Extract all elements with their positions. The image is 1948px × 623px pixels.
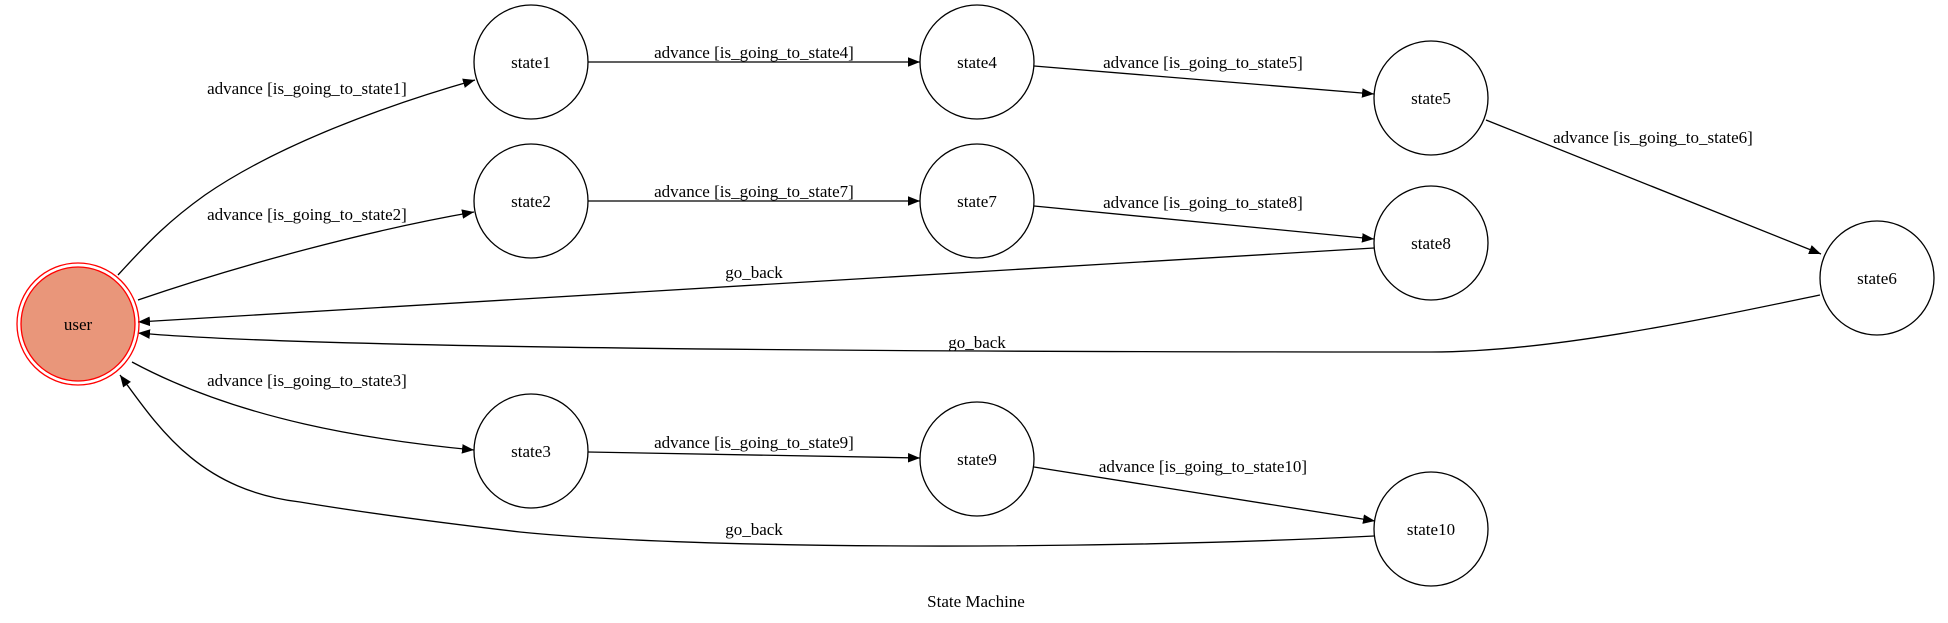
state-circle	[919, 401, 1035, 517]
edge-label: go_back	[948, 333, 1006, 352]
edge-arrow	[1033, 205, 1375, 243]
edge-label: advance [is_going_to_state2]	[207, 205, 407, 224]
edge-state4-to-state5: advance [is_going_to_state5]	[1033, 53, 1375, 98]
edge-state1-to-state4: advance [is_going_to_state4]	[588, 43, 920, 67]
edge-arrow	[117, 78, 476, 276]
edge-label: advance [is_going_to_state4]	[654, 43, 854, 62]
edge-arrow	[1033, 466, 1376, 524]
edge-state6-to-user: go_back	[137, 294, 1821, 353]
node-state1: state1	[473, 4, 589, 120]
state-circle	[919, 4, 1035, 120]
node-label: state5	[1411, 89, 1451, 108]
node-label: state9	[957, 450, 997, 469]
node-label: state10	[1407, 520, 1455, 539]
edge-state3-to-state9: advance [is_going_to_state9]	[587, 433, 921, 463]
state-circle	[1373, 471, 1489, 587]
node-label: state1	[511, 53, 551, 72]
edge-label: advance [is_going_to_state9]	[654, 433, 854, 452]
state-circle	[919, 143, 1035, 259]
edge-label: advance [is_going_to_state5]	[1103, 53, 1303, 72]
edge-state8-to-user: go_back	[137, 247, 1375, 327]
edge-label: go_back	[725, 520, 783, 539]
node-label: state3	[511, 442, 551, 461]
node-state10: state10	[1373, 471, 1489, 587]
edge-arrow	[137, 294, 1821, 353]
nodes: user state1 state2 state3 state4 state5 state6…	[16, 4, 1935, 587]
diagram-caption: State Machine	[927, 592, 1025, 611]
edge-state5-to-state6: advance [is_going_to_state6]	[1485, 119, 1822, 255]
node-user: user	[16, 262, 140, 386]
edge-arrow	[137, 209, 475, 301]
initial-state-circle	[20, 266, 136, 382]
edge-label: go_back	[725, 263, 783, 282]
edge-arrow	[119, 374, 1375, 547]
node-state3: state3	[473, 393, 589, 509]
node-state2: state2	[473, 143, 589, 259]
edge-arrow	[1033, 65, 1375, 98]
node-state8: state8	[1373, 185, 1489, 301]
edge-user-to-state1: advance [is_going_to_state1]	[117, 78, 476, 276]
node-label: state4	[957, 53, 997, 72]
state-circle	[473, 393, 589, 509]
state-circle	[1819, 220, 1935, 336]
state-circle	[1373, 40, 1489, 156]
state-circle	[1373, 185, 1489, 301]
node-state7: state7	[919, 143, 1035, 259]
edge-label: advance [is_going_to_state10]	[1099, 457, 1307, 476]
edge-label: advance [is_going_to_state1]	[207, 79, 407, 98]
edge-user-to-state3: advance [is_going_to_state3]	[131, 361, 475, 454]
state-circle	[473, 143, 589, 259]
edge-arrow	[137, 247, 1375, 327]
node-state9: state9	[919, 401, 1035, 517]
node-state5: state5	[1373, 40, 1489, 156]
edge-user-to-state2: advance [is_going_to_state2]	[137, 205, 475, 301]
edge-label: advance [is_going_to_state3]	[207, 371, 407, 390]
edge-state10-to-user: go_back	[119, 374, 1375, 547]
edge-arrow	[131, 361, 475, 454]
edge-arrow	[1485, 119, 1822, 255]
edges: advance [is_going_to_state1]advance [is_…	[117, 43, 1822, 547]
edge-state7-to-state8: advance [is_going_to_state8]	[1033, 193, 1375, 243]
initial-state-outer-ring	[16, 262, 140, 386]
edge-arrow	[587, 451, 921, 463]
node-label: user	[64, 315, 93, 334]
state-circle	[473, 4, 589, 120]
edge-label: advance [is_going_to_state6]	[1553, 128, 1753, 147]
node-label: state8	[1411, 234, 1451, 253]
edge-label: advance [is_going_to_state7]	[654, 182, 854, 201]
node-state6: state6	[1819, 220, 1935, 336]
edge-state9-to-state10: advance [is_going_to_state10]	[1033, 457, 1376, 524]
node-state4: state4	[919, 4, 1035, 120]
edge-state2-to-state7: advance [is_going_to_state7]	[588, 182, 920, 206]
edge-label: advance [is_going_to_state8]	[1103, 193, 1303, 212]
node-label: state6	[1857, 269, 1897, 288]
node-label: state7	[957, 192, 997, 211]
node-label: state2	[511, 192, 551, 211]
